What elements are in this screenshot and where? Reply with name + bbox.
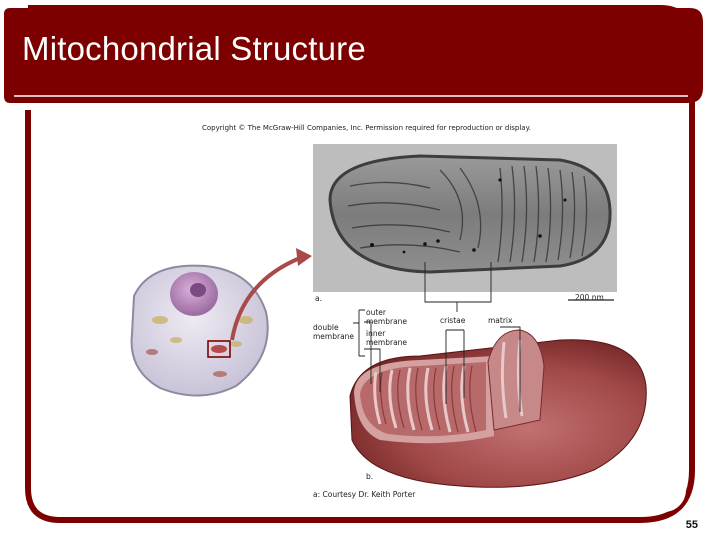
cristae-label: cristae	[440, 316, 466, 325]
inner-membrane-label: inner membrane	[366, 329, 407, 347]
page-number: 55	[685, 519, 698, 531]
electron-micrograph	[313, 144, 617, 301]
inner-membrane-label-line2: membrane	[366, 338, 408, 347]
panel-a-label: a.	[315, 294, 322, 303]
copyright-notice: Copyright © The McGraw-Hill Companies, I…	[202, 124, 531, 132]
panel-b-label: b.	[366, 472, 374, 481]
image-credit: a: Courtesy Dr. Keith Porter	[313, 490, 416, 499]
matrix-label: matrix	[488, 316, 513, 325]
double-membrane-label-line2: membrane	[313, 332, 355, 341]
double-membrane-label: double membrane	[313, 323, 354, 341]
inner-membrane-label-line1: inner	[366, 329, 386, 338]
slide-title: Mitochondrial Structure	[22, 30, 366, 67]
double-membrane-label-line1: double	[313, 323, 339, 332]
outer-membrane-label-line1: outer	[366, 308, 386, 317]
mitochondrion-cutaway-illustration	[349, 329, 647, 488]
animal-cell-illustration	[130, 264, 269, 397]
outer-membrane-label: outer membrane	[366, 308, 407, 326]
scale-bar-label: 200 nm	[575, 293, 604, 302]
leader-lines	[353, 262, 521, 412]
outer-membrane-label-line2: membrane	[366, 317, 408, 326]
zoom-arrow	[230, 256, 301, 341]
